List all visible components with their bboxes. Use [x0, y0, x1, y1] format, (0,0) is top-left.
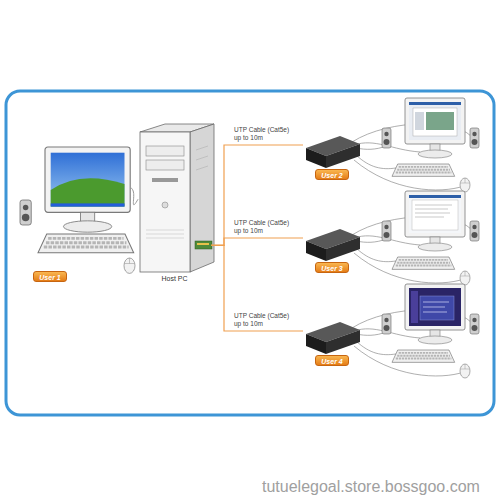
drive-bay — [146, 160, 184, 170]
user-workstation — [306, 191, 479, 285]
user-tag: User 4 — [315, 355, 349, 366]
frame-border — [6, 91, 494, 415]
user-workstation — [306, 98, 479, 192]
pci-card — [195, 241, 212, 249]
title-bar — [409, 195, 461, 198]
desktop-screen — [51, 153, 125, 207]
host-pc-tower — [140, 124, 214, 272]
desktop-hill — [51, 178, 125, 206]
cable-label: UTP Cable (Cat5e) up to 10m — [234, 219, 294, 235]
drive-bay — [146, 146, 184, 156]
tower-side — [190, 124, 214, 272]
title-bar — [409, 102, 461, 105]
picture — [426, 112, 454, 130]
speaker — [20, 200, 31, 225]
monitor — [45, 147, 130, 232]
rear-slots — [196, 146, 208, 170]
user-tag: User 2 — [315, 169, 349, 180]
text-lines — [423, 302, 449, 312]
power-button — [162, 202, 168, 208]
mouse — [124, 258, 135, 273]
node-label: Host PC — [133, 274, 216, 283]
card-contacts — [197, 243, 209, 245]
side-panel — [415, 112, 424, 130]
user-workstation — [306, 284, 479, 378]
user-station: User 4 — [303, 286, 488, 376]
screen — [409, 195, 461, 233]
app-window — [420, 296, 454, 320]
user-station: User 3 — [303, 193, 488, 283]
cable-label: UTP Cable (Cat5e) up to 10m — [234, 312, 294, 328]
app-window — [413, 108, 457, 136]
user-tag: User 3 — [315, 262, 349, 273]
watermark-text: tutuelegoal.store.bossgoo.com — [262, 478, 480, 496]
vent-lines — [146, 230, 184, 238]
user-station: User 1 — [15, 145, 130, 285]
screen — [409, 102, 461, 140]
cable-label: UTP Cable (Cat5e) up to 10m — [234, 126, 294, 142]
user-station: User 2 — [303, 100, 488, 190]
text-lines — [415, 205, 452, 217]
floppy-slot — [152, 178, 178, 182]
taskbar — [51, 203, 125, 206]
cable-connector — [211, 245, 303, 331]
side-panel — [411, 291, 418, 323]
user-tag: User 1 — [33, 271, 67, 282]
cable-connector — [130, 187, 138, 205]
cable-connector — [211, 145, 303, 245]
host-pc: Host PC — [138, 125, 211, 290]
cable-connector — [211, 238, 303, 245]
screen — [409, 288, 461, 326]
tower-front — [140, 132, 190, 272]
keyboard — [38, 234, 134, 253]
app-window — [412, 200, 458, 230]
